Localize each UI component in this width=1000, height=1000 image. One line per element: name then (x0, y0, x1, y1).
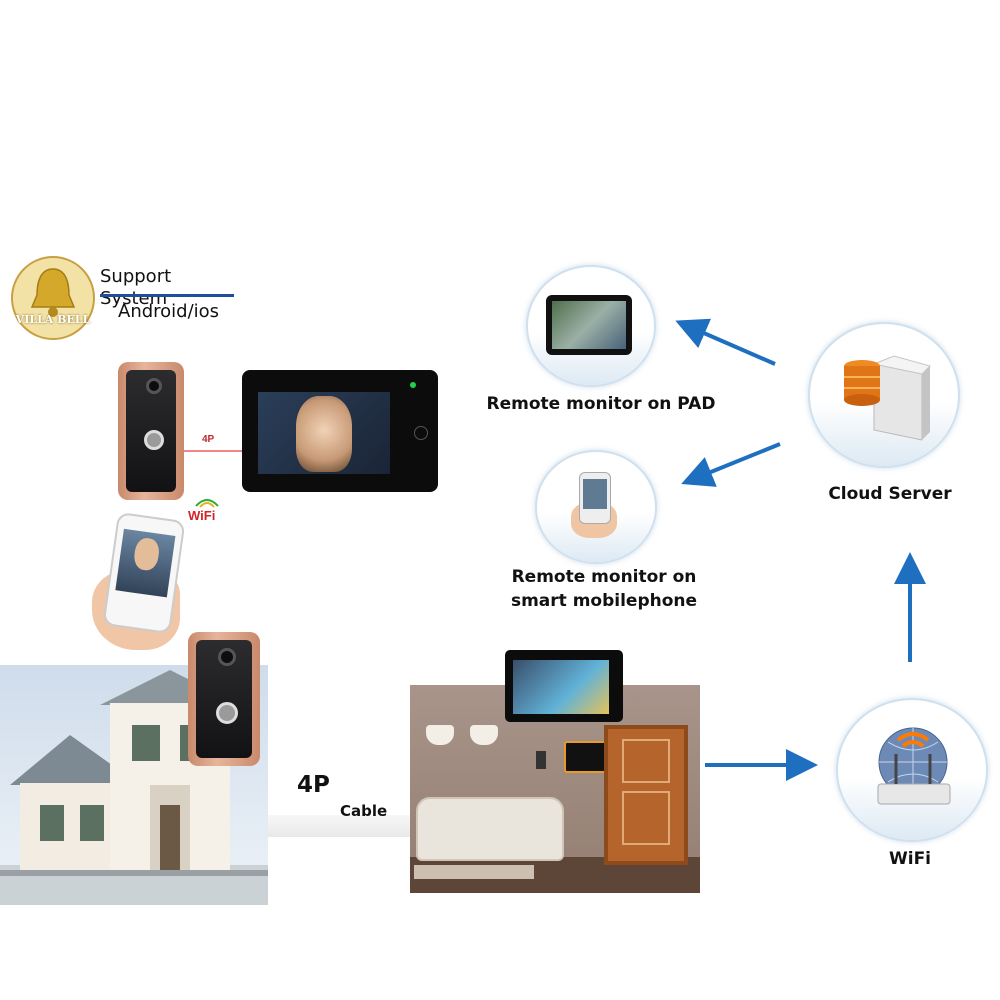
pad-circle (526, 265, 656, 387)
phone-small (579, 472, 611, 524)
cable-label: Cable (340, 802, 388, 820)
cable-band (268, 815, 410, 837)
room-monitor-screen (513, 660, 609, 714)
pad-label: Remote monitor on PAD (486, 394, 716, 414)
wifi-badge-text: WiFi (188, 508, 216, 523)
door-panel-upper (622, 739, 670, 783)
door-panel-lower (622, 791, 670, 845)
phone-label-line1: Remote monitor on (511, 567, 697, 587)
camera-lens-icon-large (218, 648, 236, 666)
monitor-screen (258, 392, 390, 474)
pendant-lamp-left (426, 725, 454, 745)
wooden-door (604, 725, 688, 865)
visitor-face-image (296, 396, 352, 472)
hand-with-phone (92, 510, 192, 650)
wifi-label: WiFi (888, 849, 932, 869)
cloud-server-circle (808, 322, 960, 468)
logo-text: VILLA BELL (15, 313, 91, 326)
server-icon (844, 355, 931, 441)
villa-house-image (0, 665, 268, 905)
cloud-server-label: Cloud Server (828, 484, 952, 504)
call-button-icon (144, 430, 164, 450)
wall-monitor (564, 741, 610, 773)
arrow-cloud-to-pad (675, 318, 776, 366)
support-underline (100, 294, 234, 297)
wire-4p-top (184, 450, 242, 452)
wire-4p-label-top: 4P (202, 434, 215, 445)
wifi-router-circle (836, 698, 988, 842)
wifi-badge: WiFi (186, 496, 230, 526)
wall-intercom-handset (536, 751, 546, 769)
home-button-icon (414, 426, 428, 440)
tablet-icon (546, 295, 632, 355)
floor-rug (414, 865, 534, 879)
phone-visitor-face (132, 536, 161, 572)
pendant-lamp-right (470, 725, 498, 745)
support-title: Support System (100, 266, 172, 309)
phone-small-screen (583, 479, 607, 509)
arrow-cloud-to-phone (681, 442, 781, 487)
doorbell-outdoor-unit-large (188, 632, 260, 766)
sofa (416, 797, 564, 861)
doorbell-outdoor-unit (118, 362, 184, 500)
tablet-screen (552, 301, 626, 349)
phone-in-hand-icon (571, 472, 619, 538)
cable-4p-label: 4P (297, 772, 330, 798)
phone-screen (115, 528, 176, 598)
phone-label-line2: smart mobilephone (510, 591, 698, 611)
call-button-icon-large (216, 702, 238, 724)
room-indoor-monitor (505, 650, 623, 722)
phone-circle (535, 450, 657, 564)
indoor-monitor (242, 370, 438, 492)
villa-bell-logo: VILLA BELL (10, 255, 96, 341)
support-platforms: Android/ios (118, 301, 220, 322)
wifi-signal-icon (195, 499, 219, 508)
globe-router-icon (877, 727, 951, 805)
power-led-icon (410, 382, 416, 388)
camera-lens-icon (146, 378, 162, 394)
